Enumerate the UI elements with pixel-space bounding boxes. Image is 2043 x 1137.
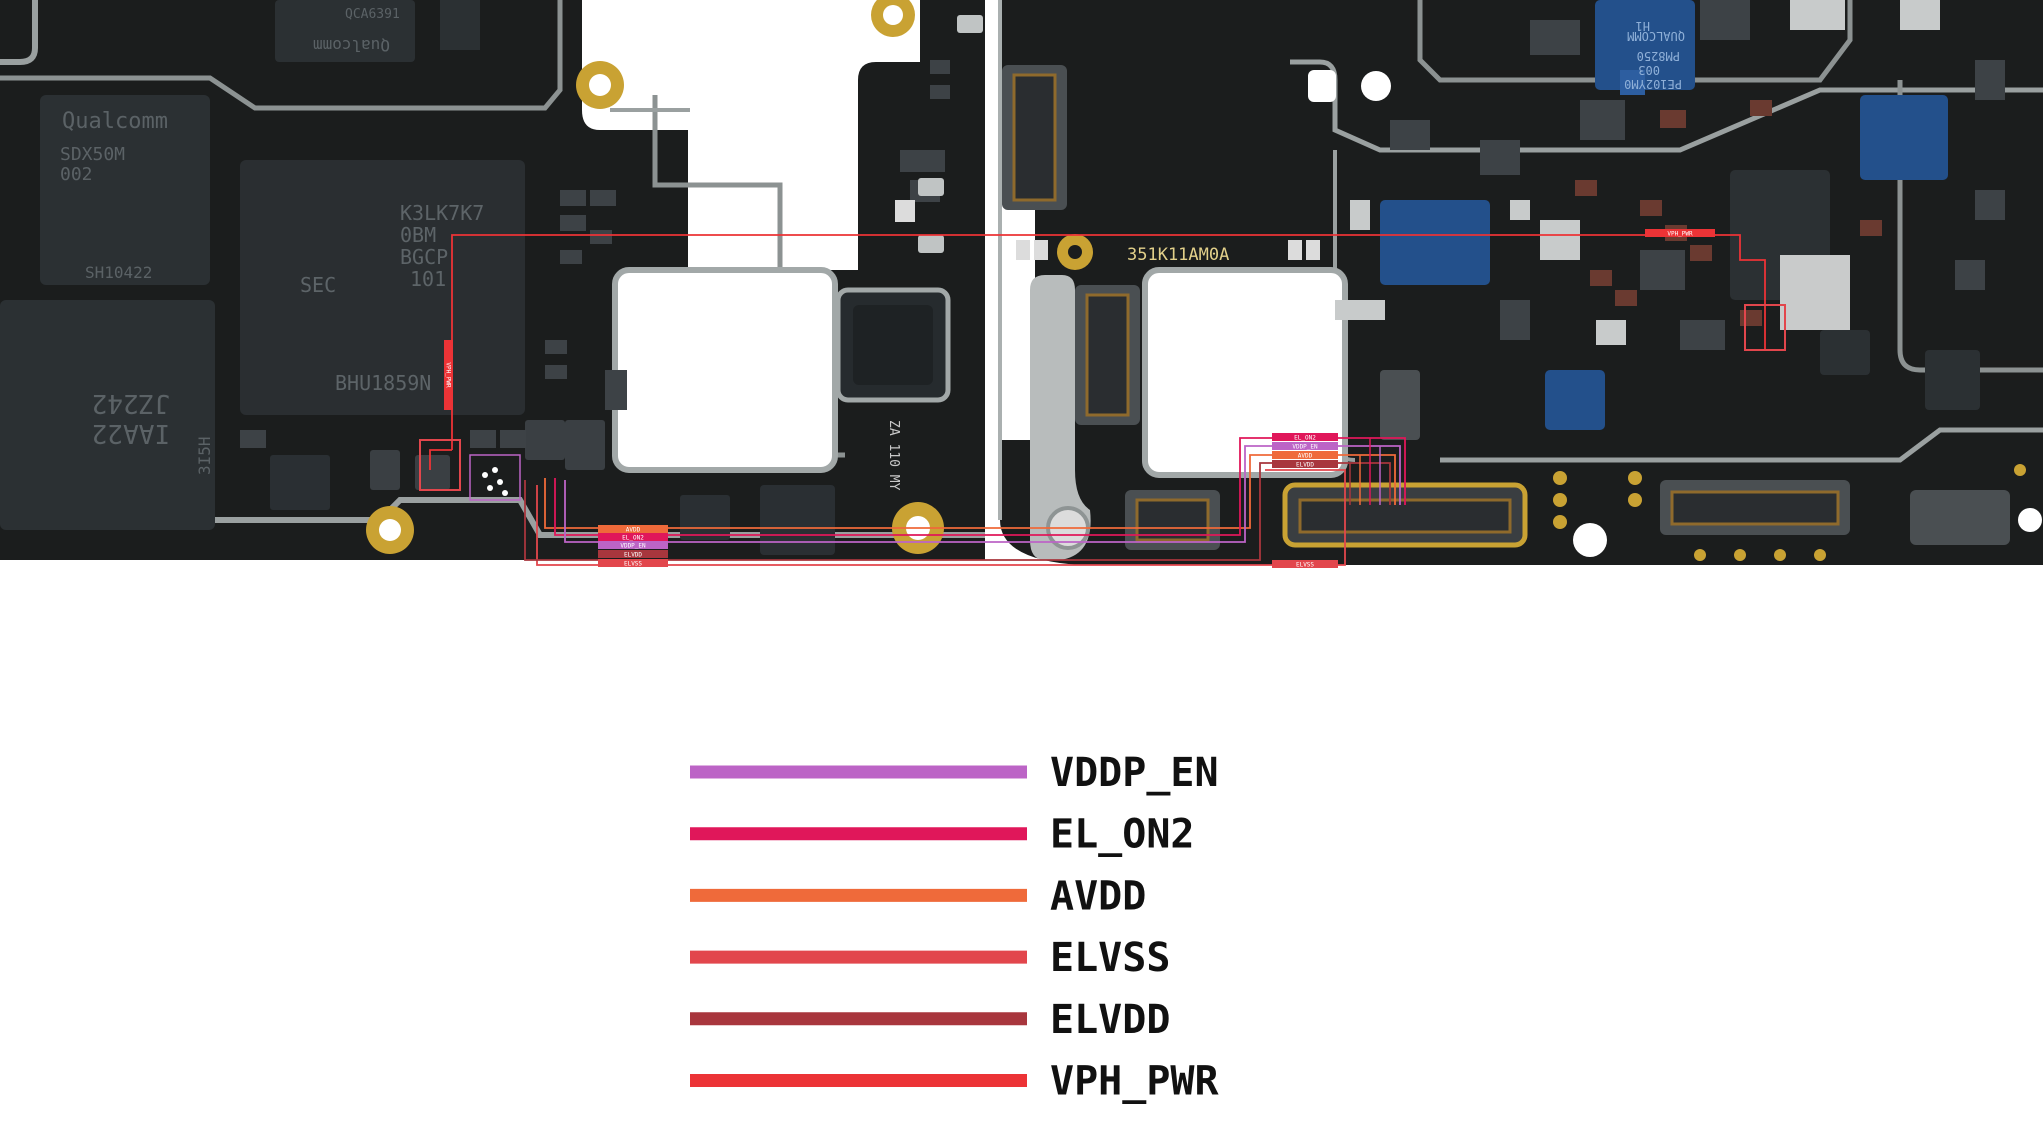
tag-right-elvss: ELVSS	[1272, 560, 1338, 569]
legend-item: AVDD	[690, 873, 1146, 919]
mem-label-4: 101	[410, 267, 446, 291]
pcb-right-chips	[1002, 0, 2042, 561]
trace-vddp-en	[564, 445, 1401, 543]
tag-vph-vertical-text: VPH_PWR	[445, 362, 452, 388]
tag-left-elvdd: ELVDD	[598, 550, 668, 559]
trace-vph-pwr-2	[429, 449, 452, 470]
trace-el-on2	[554, 437, 1406, 536]
tag-left-vddp-en: VDDP_EN	[598, 541, 668, 550]
pmic-label-2: PM8250	[1637, 49, 1680, 63]
tag-left-avdd-text: AVDD	[626, 527, 641, 534]
legend-item: EL_ON2	[690, 812, 1195, 858]
tag-right-avdd: AVDD	[1272, 451, 1338, 460]
legend-item: VDDP_EN	[690, 750, 1219, 796]
tag-right-vddp-en-text: VDDP_EN	[1292, 444, 1318, 451]
net-tags: AVDD EL_ON2 VDDP_EN ELVDD ELVSS EL_ON2 V…	[444, 229, 1715, 569]
pmic-label-5: H1	[1636, 19, 1650, 33]
mem-label-2: 0BM	[400, 223, 436, 247]
sdx-label-1: SDX50M	[60, 144, 125, 165]
legend-item: ELVDD	[690, 997, 1170, 1043]
legend-label: VDDP_EN	[1050, 750, 1219, 796]
tag-right-el-on2: EL_ON2	[1272, 433, 1338, 442]
qualcomm-label-2: Qualcomm	[313, 36, 390, 55]
qca-label: QCA6391	[345, 7, 400, 22]
tag-left-el-on2-text: EL_ON2	[622, 535, 644, 542]
trace-vph-pwr	[451, 234, 1766, 450]
pmic-label-4: PE102YM0	[1624, 77, 1682, 91]
small-board-text: ZA 110 MY	[886, 420, 901, 491]
pmic-label-3: 003	[1638, 63, 1660, 77]
pcb-left-chip-text: Qualcomm SDX50M 002 SH10422 Qualcomm QCA…	[60, 7, 901, 491]
tag-right-el-on2-text: EL_ON2	[1294, 435, 1316, 442]
legend-label: EL_ON2	[1050, 812, 1195, 858]
mem-label-3: BGCP	[400, 245, 448, 269]
tag-right-avdd-text: AVDD	[1298, 453, 1313, 460]
tag-right-vddp-en: VDDP_EN	[1272, 442, 1338, 451]
legend-label: AVDD	[1050, 873, 1146, 919]
mem-label-1: K3LK7K7	[400, 201, 484, 225]
legend-item: VPH_PWR	[690, 1059, 1219, 1105]
legend-label: ELVDD	[1050, 997, 1170, 1043]
sdx-label-2: 002	[60, 164, 93, 185]
tag-right-elvdd-text: ELVDD	[1296, 462, 1314, 469]
tag-vph-right-text: VPH_PWR	[1667, 231, 1693, 238]
pmic-label-1: QUALCOMM	[1627, 29, 1685, 43]
sdx-label-3: SH10422	[85, 263, 152, 282]
ufs-label-3: 3I5H	[195, 436, 214, 475]
tag-left-elvss-text: ELVSS	[624, 561, 642, 568]
trace-elvdd	[524, 462, 1391, 561]
legend-item: ELVSS	[690, 935, 1170, 981]
legend-label: ELVSS	[1050, 935, 1170, 981]
tag-left-elvss: ELVSS	[598, 559, 668, 568]
ufs-label-2: IAA22	[92, 418, 170, 448]
tag-left-el-on2: EL_ON2	[598, 533, 668, 542]
pcb-right-chip-text: 351K11AM0A QUALCOMM PM8250 003 PE102YM0 …	[1127, 19, 1685, 265]
board-code-label: 351K11AM0A	[1127, 245, 1229, 265]
tag-left-elvdd-text: ELVDD	[624, 552, 642, 559]
tag-right-elvdd: ELVDD	[1272, 460, 1338, 469]
qualcomm-label-1: Qualcomm	[62, 109, 168, 134]
trace-elvss	[536, 469, 1346, 566]
tag-right-elvss-text: ELVSS	[1296, 562, 1314, 569]
trace-avdd	[544, 454, 1396, 529]
pcb-left-cutout	[612, 267, 838, 473]
tag-vph-vertical: VPH_PWR	[444, 340, 453, 410]
tag-left-vddp-en-text: VDDP_EN	[620, 543, 646, 550]
tag-vph-right: VPH_PWR	[1645, 229, 1715, 238]
net-traces	[419, 234, 1786, 566]
mem-sec-label: SEC	[300, 273, 336, 297]
legend-label: VPH_PWR	[1050, 1059, 1219, 1105]
mem-code-label: BHU1859N	[335, 371, 431, 395]
ufs-label-1: JZ242	[92, 388, 170, 418]
pcb-left-chips	[0, 0, 983, 555]
tag-left-avdd: AVDD	[598, 525, 668, 534]
